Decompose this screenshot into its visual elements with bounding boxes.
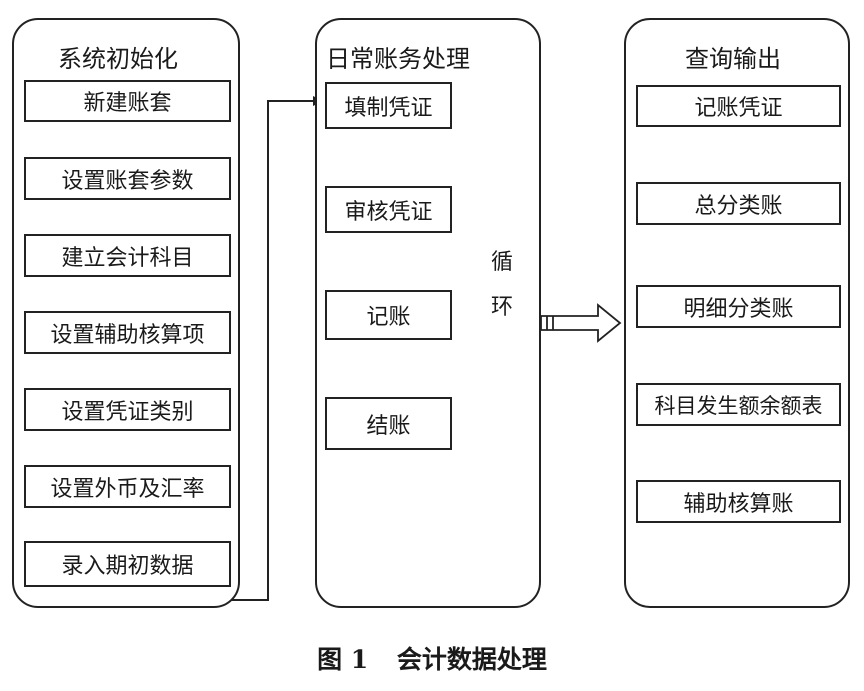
step-opening-data: 录入期初数据 — [24, 541, 231, 587]
step-posting: 记账 — [325, 290, 452, 340]
step-currency: 设置外币及汇率 — [24, 465, 231, 508]
panel-output-title: 查询输出 — [685, 45, 781, 73]
step-closing: 结账 — [325, 397, 452, 450]
output-auxiliary-ledger: 辅助核算账 — [636, 480, 841, 523]
loop-label-2: 环 — [490, 295, 513, 320]
panel-daily-title: 日常账务处理 — [326, 45, 470, 73]
step-voucher-types: 设置凭证类别 — [24, 388, 231, 431]
panel-init-title: 系统初始化 — [58, 45, 178, 73]
figure-title: 会计数据处理 — [396, 645, 547, 674]
step-auxiliary: 设置辅助核算项 — [24, 311, 231, 354]
step-subjects: 建立会计科目 — [24, 234, 231, 277]
hollow-arrow — [540, 303, 622, 343]
output-general-ledger: 总分类账 — [636, 182, 841, 225]
output-voucher: 记账凭证 — [636, 85, 841, 127]
figure-caption: 图 1 会计数据处理 — [0, 640, 864, 676]
output-balance-table: 科目发生额余额表 — [636, 383, 841, 426]
step-new-account-set: 新建账套 — [24, 80, 231, 122]
figure-number: 图 1 — [317, 645, 369, 674]
loop-label-1: 循 — [490, 250, 513, 275]
step-review-voucher: 审核凭证 — [325, 186, 452, 233]
step-account-params: 设置账套参数 — [24, 157, 231, 200]
step-fill-voucher: 填制凭证 — [325, 82, 452, 129]
output-detail-ledger: 明细分类账 — [636, 285, 841, 328]
